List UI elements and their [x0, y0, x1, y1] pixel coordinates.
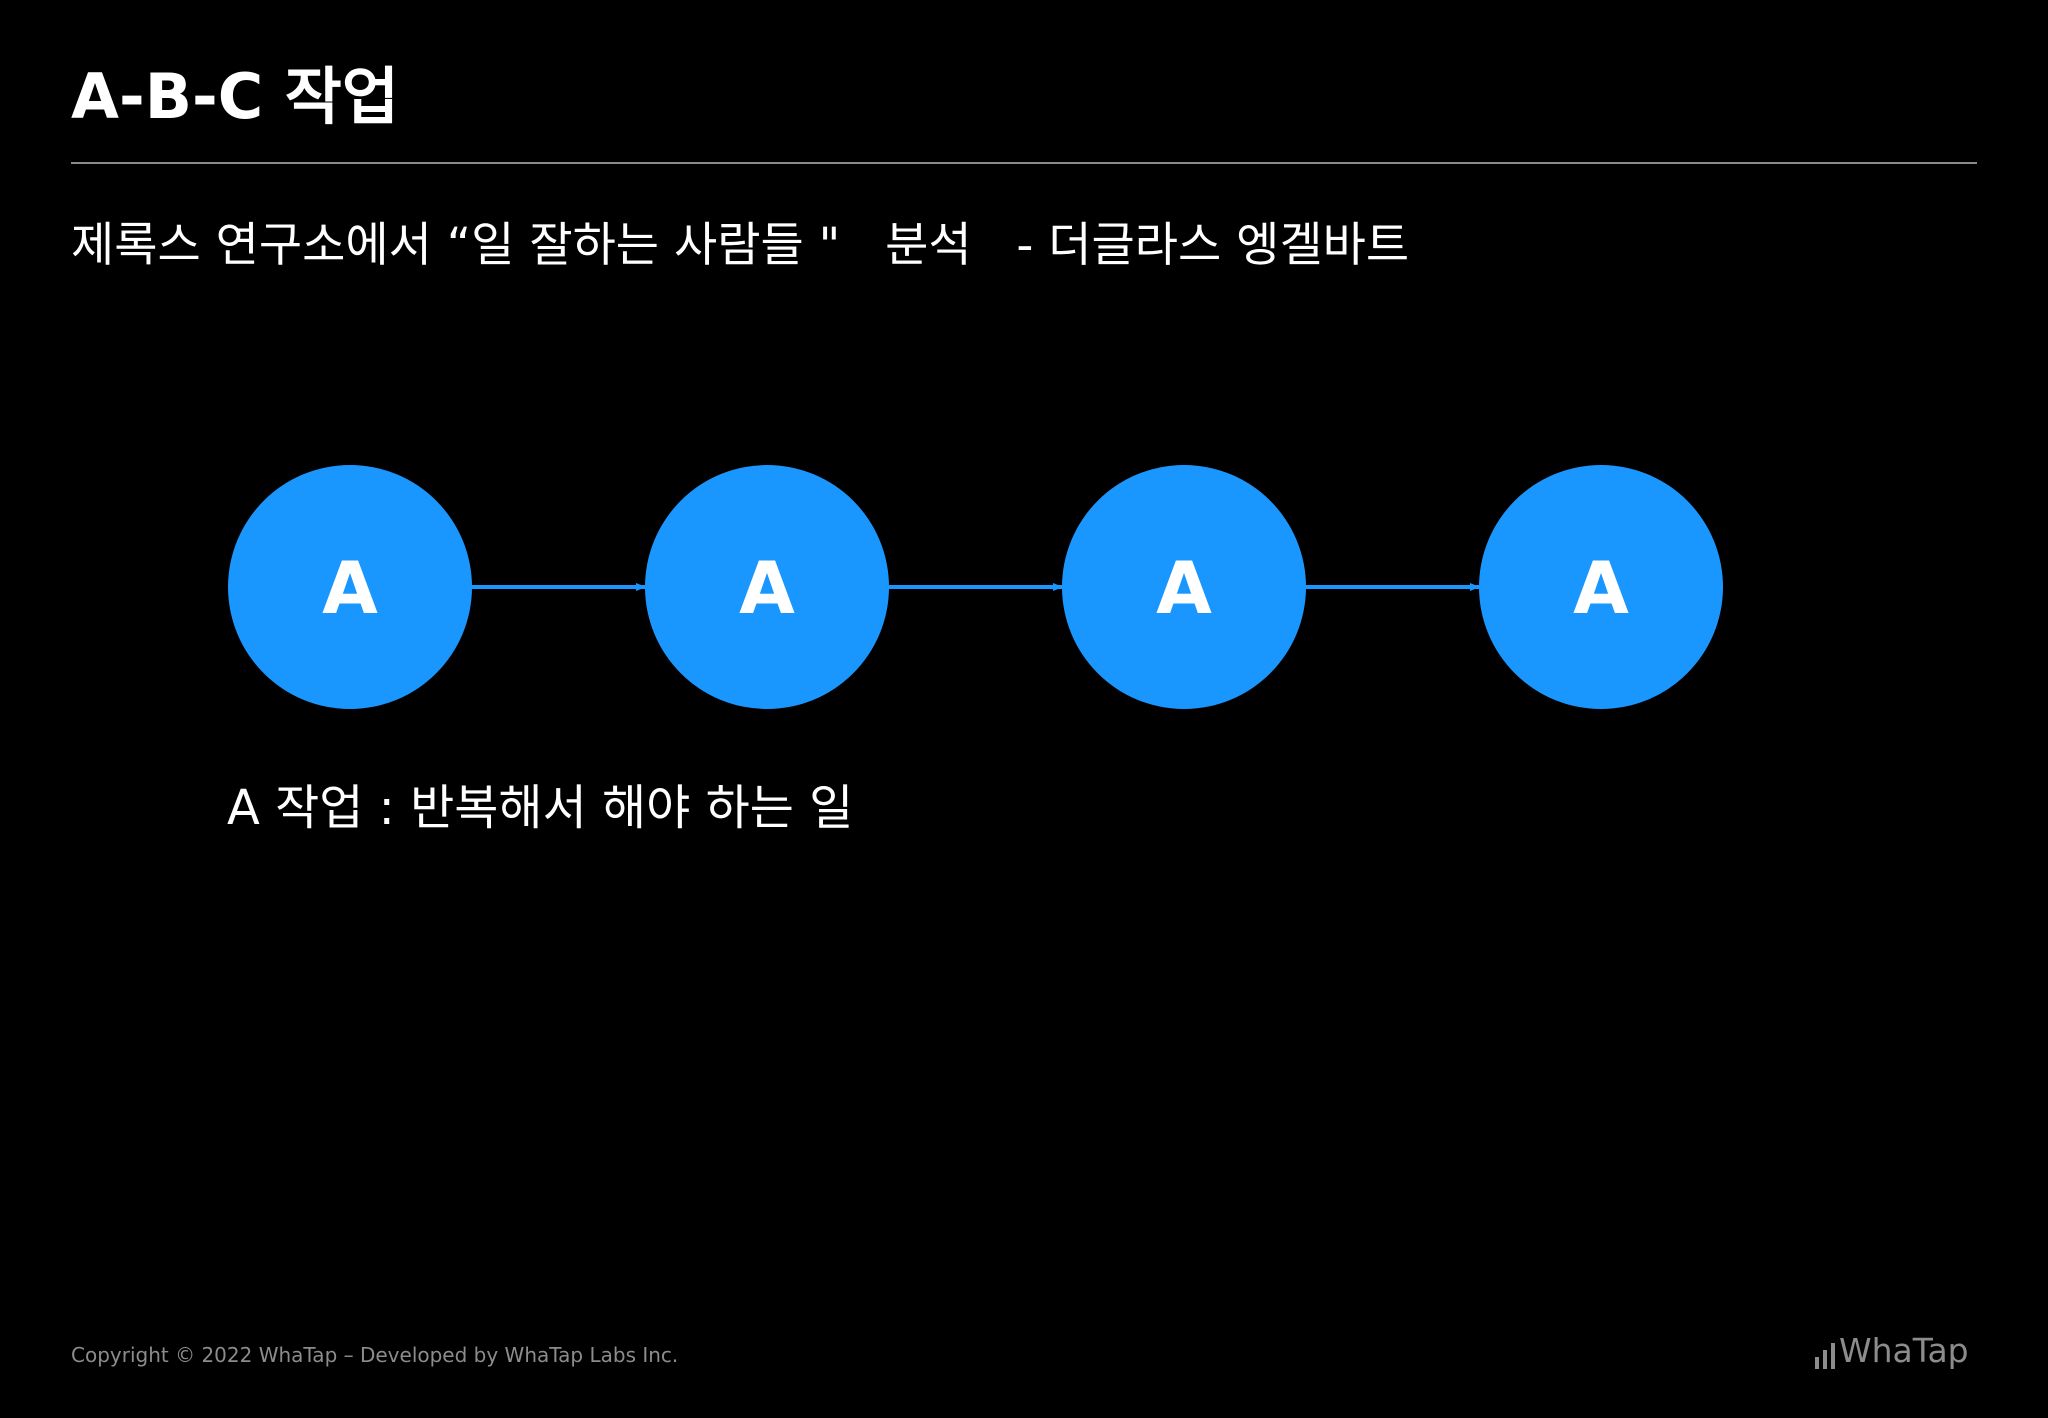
task-node-label: A — [1156, 546, 1212, 630]
task-node-label: A — [739, 546, 795, 630]
slide-subtitle: 제록스 연구소에서 “일 잘하는 사람들 " 분석 - 더글라스 엥겔바트 — [71, 218, 1410, 273]
whatap-bars-icon — [1815, 1339, 1835, 1369]
diagram-caption: A 작업 : 반복해서 해야 하는 일 — [227, 780, 854, 836]
task-node-4: A — [1479, 465, 1723, 709]
whatap-logo: WhaTap — [1815, 1333, 1969, 1369]
slide-title: A-B-C 작업 — [71, 60, 399, 133]
logo-text: WhaTap — [1839, 1331, 1969, 1370]
task-node-label: A — [322, 546, 378, 630]
task-node-1: A — [228, 465, 472, 709]
title-divider — [71, 162, 1977, 164]
task-node-3: A — [1062, 465, 1306, 709]
task-node-2: A — [645, 465, 889, 709]
footer-copyright: Copyright © 2022 WhaTap – Developed by W… — [71, 1343, 679, 1367]
task-node-label: A — [1573, 546, 1629, 630]
